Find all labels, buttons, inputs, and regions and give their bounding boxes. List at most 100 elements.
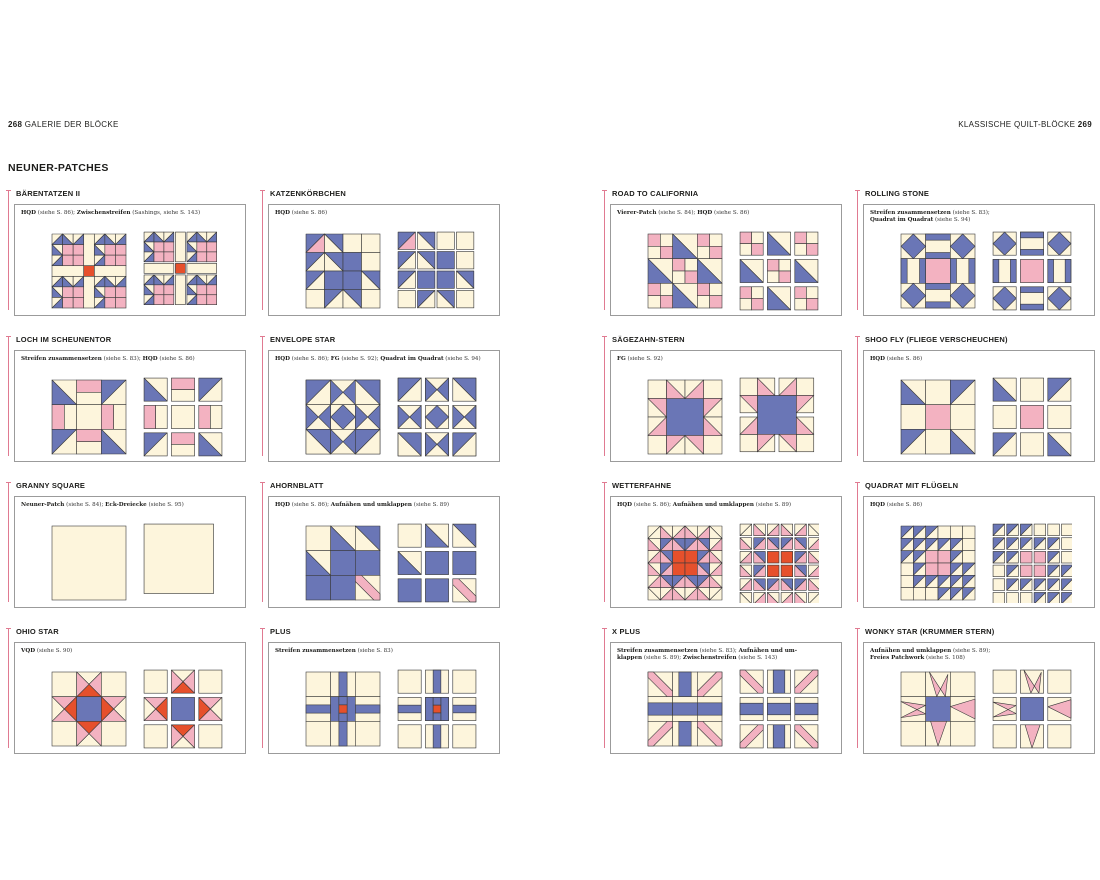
page-reference: (siehe S. 86); bbox=[290, 356, 331, 362]
technique-name: Aufnähen und umklappen bbox=[870, 648, 952, 654]
technique-name: HQD bbox=[870, 502, 886, 508]
block-frame: Streifen zusammensetzen (siehe S. 83);Qu… bbox=[863, 204, 1095, 316]
quilt-block-assembled bbox=[51, 525, 127, 601]
block-katzenkoerbchen: KATZENKÖRBCHEN HQD (siehe S. 86) bbox=[260, 189, 500, 328]
accent-rule bbox=[260, 482, 265, 602]
quilt-block-assembled bbox=[900, 233, 976, 309]
accent-rule bbox=[260, 628, 265, 748]
technique-name: FG bbox=[330, 356, 340, 362]
technique-note: HQD (siehe S. 86); Aufnähen und umklappe… bbox=[275, 502, 493, 509]
page-reference: (siehe S. 92); bbox=[339, 356, 381, 362]
technique-name: FG bbox=[617, 356, 626, 362]
quilt-block-assembled bbox=[900, 671, 976, 747]
block-frame: Streifen zusammensetzen (siehe S. 83); H… bbox=[14, 350, 246, 462]
technique-note: Neuner-Patch (siehe S. 84); Eck-Dreiecke… bbox=[21, 502, 239, 509]
block-frame: HQD (siehe S. 86) bbox=[863, 496, 1095, 608]
page-number-left: 268 bbox=[8, 120, 23, 129]
quilt-block-exploded bbox=[992, 231, 1072, 311]
technique-note: Streifen zusammensetzen (siehe S. 83);Qu… bbox=[870, 210, 1088, 224]
technique-name: Aufnähen und um- bbox=[738, 648, 798, 654]
block-frame: VQD (siehe S. 90) bbox=[14, 642, 246, 754]
technique-name: Streifen zusammensetzen bbox=[275, 648, 356, 654]
block-shoo-fly-fliege-verscheuchen: SHOO FLY (FLIEGE VERSCHEUCHEN)HQD (siehe… bbox=[855, 335, 1095, 474]
technique-note: HQD (siehe S. 86) bbox=[870, 356, 1088, 363]
technique-name: Eck-Dreiecke bbox=[105, 502, 147, 508]
quilt-block-assembled bbox=[51, 671, 127, 747]
accent-rule bbox=[602, 482, 607, 602]
page-reference: (siehe S. 89); bbox=[642, 655, 683, 662]
quilt-block-assembled bbox=[305, 671, 381, 747]
technique-note: HQD (siehe S. 86); Zwischenstreifen (Sas… bbox=[21, 210, 239, 217]
quilt-block-exploded bbox=[143, 231, 218, 306]
quilt-block-exploded bbox=[739, 231, 819, 311]
page-reference: (siehe S. 86); bbox=[290, 502, 331, 508]
page-reference: (siehe S. 143) bbox=[736, 655, 778, 662]
technique-name: Quadrat im Quadrat bbox=[870, 217, 934, 224]
page-reference: (siehe S. 89) bbox=[754, 502, 792, 508]
quilt-block-assembled bbox=[647, 379, 723, 455]
accent-rule bbox=[855, 628, 860, 748]
quilt-block-assembled bbox=[51, 233, 127, 309]
quilt-block-exploded bbox=[739, 523, 819, 603]
block-frame: HQD (siehe S. 86); Zwischenstreifen (Sas… bbox=[14, 204, 246, 316]
block-frame: Vierer-Patch (siehe S. 84); HQD (siehe S… bbox=[610, 204, 842, 316]
technique-name: HQD bbox=[275, 502, 291, 508]
technique-note: HQD (siehe S. 86); Aufnähen und umklappe… bbox=[617, 502, 835, 509]
page-reference: (siehe S. 84); bbox=[64, 502, 106, 508]
technique-note: FG (siehe S. 92) bbox=[617, 356, 835, 363]
block-frame: Neuner-Patch (siehe S. 84); Eck-Dreiecke… bbox=[14, 496, 246, 608]
page-reference: (siehe S. 83) bbox=[355, 648, 393, 654]
block-title: PLUS bbox=[270, 627, 291, 636]
page-reference: (siehe S. 86) bbox=[290, 210, 328, 216]
technique-name: Quadrat im Quadrat bbox=[380, 356, 444, 362]
page-reference: (siehe S. 89); bbox=[951, 648, 991, 654]
running-head-right-text: KLASSISCHE QUILT-BLÖCKE bbox=[958, 120, 1076, 129]
page-reference: (siehe S. 83); bbox=[950, 210, 990, 216]
technique-name: HQD bbox=[697, 210, 713, 216]
block-title: GRANNY SQUARE bbox=[16, 481, 86, 490]
block-title: ENVELOPE STAR bbox=[270, 335, 336, 344]
quilt-block-assembled bbox=[305, 233, 381, 309]
block-plus: PLUS Streifen zusammensetzen (siehe S. 83… bbox=[260, 627, 500, 766]
block-title: ROAD TO CALIFORNIA bbox=[612, 189, 699, 198]
page-reference: (siehe S. 83); bbox=[101, 356, 143, 362]
technique-name: Zwischenstreifen bbox=[682, 655, 737, 662]
technique-name: Streifen zusammensetzen bbox=[21, 356, 102, 362]
block-frame: HQD (siehe S. 86) bbox=[268, 204, 500, 316]
accent-rule bbox=[602, 628, 607, 748]
block-title: OHIO STAR bbox=[16, 627, 59, 636]
technique-name: Aufnähen und umklappen bbox=[330, 502, 412, 508]
page-reference: (siehe S. 94) bbox=[443, 356, 481, 362]
running-head-left: 268 GALERIE DER BLÖCKE bbox=[8, 120, 119, 129]
block-title: WETTERFAHNE bbox=[612, 481, 672, 490]
block-title: KATZENKÖRBCHEN bbox=[270, 189, 346, 198]
accent-rule bbox=[6, 482, 11, 602]
block-wetterfahne: WETTERFAHNE HQD (siehe S. 86); Aufnähen u… bbox=[602, 481, 842, 620]
technique-note: Vierer-Patch (siehe S. 84); HQD (siehe S… bbox=[617, 210, 835, 217]
technique-name: Aufnähen und umklappen bbox=[672, 502, 754, 508]
technique-name: Vierer-Patch bbox=[617, 210, 657, 216]
quilt-block-exploded bbox=[992, 377, 1072, 457]
technique-note: Streifen zusammensetzen (siehe S. 83); A… bbox=[617, 648, 835, 662]
quilt-block-assembled bbox=[900, 379, 976, 455]
block-frame: HQD (siehe S. 86); Aufnähen und umklappe… bbox=[268, 496, 500, 608]
page-reference: (siehe S. 89) bbox=[412, 502, 450, 508]
quilt-block-assembled bbox=[51, 379, 127, 455]
quilt-block-exploded bbox=[992, 669, 1072, 749]
block-frame: HQD (siehe S. 86); FG (siehe S. 92); Qua… bbox=[268, 350, 500, 462]
page-reference: (siehe S. 86); bbox=[632, 502, 673, 508]
block-ohio-star: OHIO STAR VQD (siehe S. 90) bbox=[6, 627, 246, 766]
running-head-left-text: GALERIE DER BLÖCKE bbox=[24, 120, 119, 129]
technique-name: klappen bbox=[617, 655, 643, 662]
quilt-block-exploded bbox=[143, 523, 214, 594]
accent-rule bbox=[855, 336, 860, 456]
block-road-to-california: ROAD TO CALIFORNIA Vierer-Patch (siehe S.… bbox=[602, 189, 842, 328]
technique-name: Streifen zusammensetzen bbox=[617, 648, 698, 654]
quilt-block-exploded bbox=[397, 231, 475, 309]
quilt-block-exploded bbox=[143, 669, 223, 749]
